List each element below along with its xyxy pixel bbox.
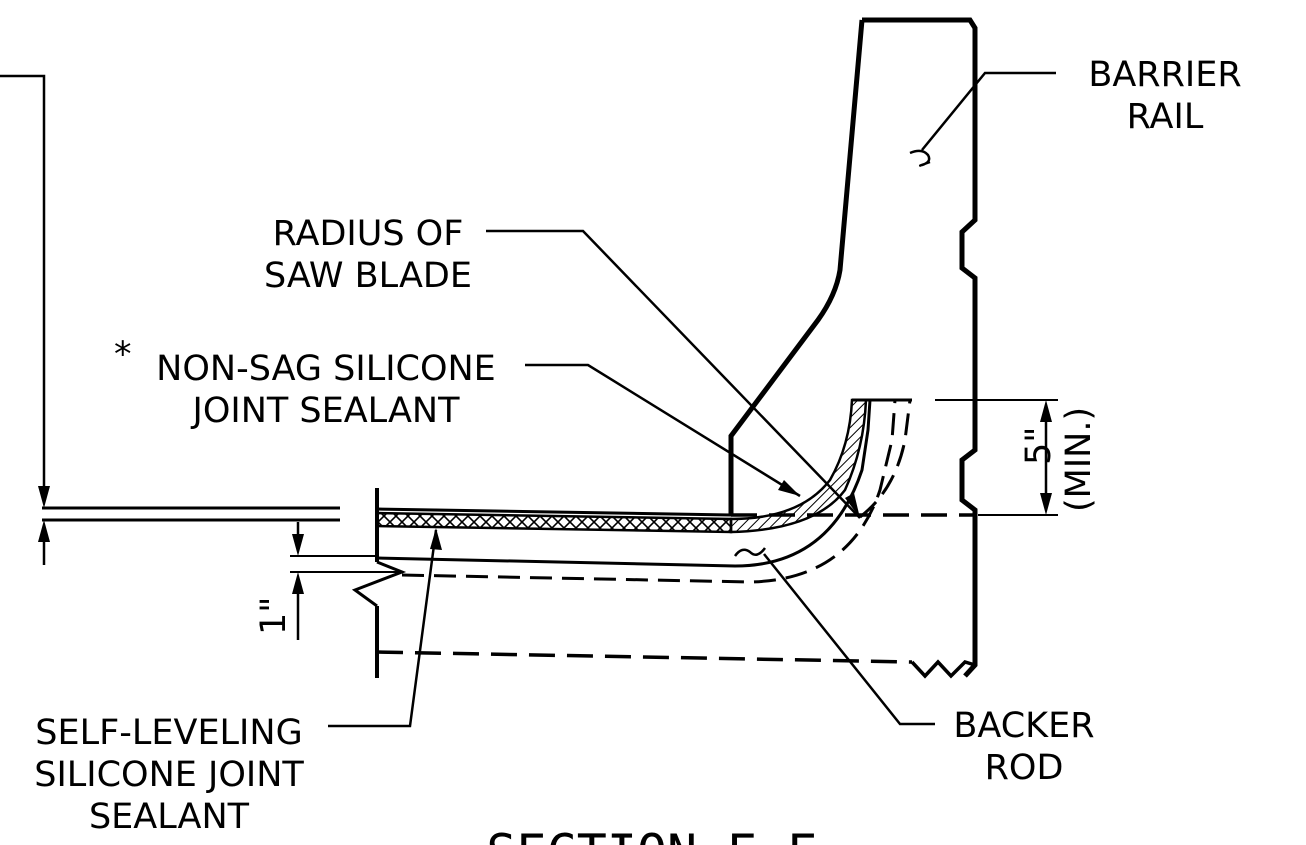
bottom-dashed-line — [376, 650, 913, 664]
joint-bottom-line — [376, 399, 872, 568]
bottom-break-line — [910, 659, 976, 679]
backer-rod-dashed-line — [401, 399, 897, 584]
svg-text:BACKER: BACKER — [953, 706, 1094, 746]
backer-rod-mark — [733, 547, 767, 557]
svg-text:NON-SAG SILICONE: NON-SAG SILICONE — [156, 349, 496, 389]
top-left-leader — [0, 74, 50, 565]
self-leveling-leader — [328, 529, 438, 728]
non-sag-arrow — [778, 480, 800, 496]
barrier-rail-centerline-mark — [909, 149, 931, 167]
radius-saw-blade-leader — [486, 229, 861, 519]
svg-text:*: * — [114, 335, 132, 375]
non-sag-leader — [525, 363, 801, 498]
dimension-5in-text: 5" — [1019, 427, 1059, 465]
svg-text:SILICONE JOINT: SILICONE JOINT — [34, 755, 304, 795]
backer-rod-label: BACKER ROD — [953, 706, 1094, 788]
deck-surface-line — [376, 507, 732, 517]
svg-text:BARRIER: BARRIER — [1088, 55, 1241, 95]
self-leveling-sealant-label: SELF-LEVELING SILICONE JOINT SEALANT — [34, 713, 304, 837]
svg-text:ROD: ROD — [985, 748, 1064, 788]
inner-dashed-line — [859, 399, 912, 519]
dimension-min-text: (MIN.) — [1059, 407, 1099, 512]
radius-saw-blade-arrow — [845, 493, 860, 518]
non-sag-sealant-label: * NON-SAG SILICONE JOINT SEALANT — [114, 335, 496, 431]
self-leveling-sealant-band — [375, 511, 733, 534]
barrier-rail-label: BARRIER RAIL — [1088, 55, 1241, 137]
barrier-rail-leader — [921, 71, 1056, 151]
dimension-1in-text: 1" — [254, 597, 294, 635]
self-leveling-arrow — [430, 528, 442, 550]
svg-text:SEALANT: SEALANT — [89, 797, 250, 837]
section-title: SECTION E-E — [486, 824, 817, 845]
dimension-5in — [935, 399, 1058, 516]
radius-saw-blade-label: RADIUS OF SAW BLADE — [264, 214, 472, 296]
dimension-1in — [290, 522, 402, 640]
backer-rod-leader — [763, 553, 935, 726]
svg-text:RAIL: RAIL — [1127, 97, 1204, 137]
svg-text:JOINT SEALANT: JOINT SEALANT — [191, 391, 461, 431]
svg-text:RADIUS OF: RADIUS OF — [273, 214, 464, 254]
svg-text:SELF-LEVELING: SELF-LEVELING — [35, 713, 302, 753]
svg-text:SAW BLADE: SAW BLADE — [264, 256, 472, 296]
barrier-rail-outline — [728, 17, 978, 678]
